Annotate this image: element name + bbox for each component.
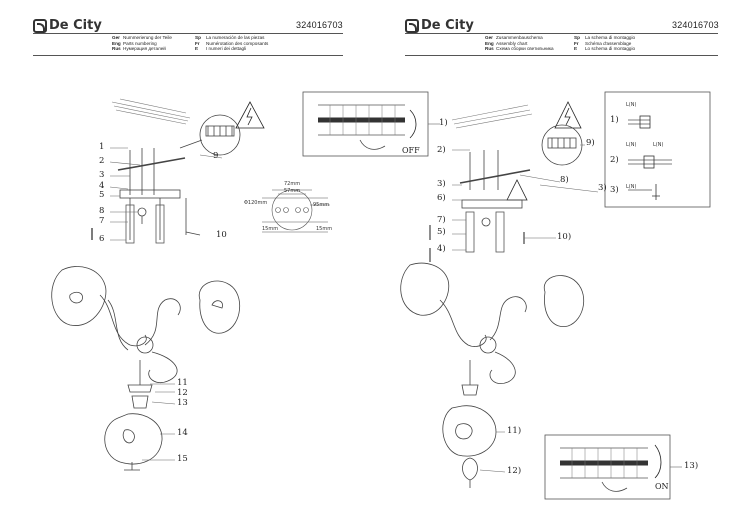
brand-name: De City — [49, 18, 102, 33]
dimension-label: 15mm — [316, 226, 333, 232]
part-label: 15 — [177, 454, 188, 464]
part-label: 13 — [177, 398, 188, 408]
part-label: 2 — [99, 156, 105, 166]
step-label: 7) — [437, 215, 446, 225]
part-label: 6 — [99, 234, 105, 244]
wire-label: L(N) — [653, 142, 664, 148]
wire-label: L(N) — [626, 184, 637, 190]
product-code: 324016703 — [296, 20, 343, 30]
switch-off-label: OFF — [402, 146, 420, 155]
warning-icon — [554, 101, 582, 129]
step-label: 12) — [507, 466, 522, 476]
product-code: 324016703 — [672, 20, 719, 30]
brand-logo: De City — [33, 18, 102, 33]
part-label: 1 — [99, 142, 105, 152]
ceiling-hatch — [111, 98, 191, 125]
step-label: 4) — [437, 244, 446, 254]
step-label: 10) — [557, 232, 572, 242]
part-label: 7 — [99, 216, 105, 226]
brand-logo: De City — [405, 18, 474, 33]
switch-on-label: ON — [655, 482, 669, 491]
warning-icon — [235, 101, 265, 129]
dimension-label: Φ120mm — [244, 200, 268, 206]
mounting-plate — [119, 189, 181, 199]
step-label: 3) — [437, 179, 446, 189]
dimension-label: 57mm — [284, 188, 301, 194]
wiring-step-label: 3) — [610, 185, 619, 195]
part-label: 3 — [99, 170, 105, 180]
logo-icon — [405, 18, 419, 33]
part-label: 14 — [177, 428, 188, 438]
part-label: 11 — [177, 378, 188, 388]
step-label: 13) — [684, 461, 699, 471]
wire-label: L(N) — [626, 142, 637, 148]
warning-icon — [506, 179, 528, 201]
part-label: 9 — [213, 151, 219, 161]
step-label: 2) — [437, 145, 446, 155]
wiring-step-label: 1) — [610, 115, 619, 125]
header-rule — [33, 55, 343, 56]
dimension-drawing — [262, 189, 330, 233]
dimension-label: 72mm — [284, 181, 301, 187]
brand-name: De City — [421, 18, 474, 33]
header-rule — [405, 33, 718, 34]
part-label: 5 — [99, 190, 105, 200]
terminal-magnifier — [199, 114, 241, 156]
step-label: 11) — [507, 426, 522, 436]
step13-box — [544, 434, 671, 500]
part-label: 10 — [216, 230, 227, 240]
dimension-label: 15mm — [262, 226, 279, 232]
step-label: 8) — [560, 175, 569, 185]
chandelier-drawing — [400, 262, 585, 488]
part-label: 8 — [99, 206, 105, 216]
step-label: 6) — [437, 193, 446, 203]
header-rule — [33, 33, 343, 34]
wire-label: L(N) — [626, 102, 637, 108]
chandelier-drawing — [51, 266, 241, 471]
wiring-panel — [604, 91, 711, 208]
step-label: 5) — [437, 227, 446, 237]
part-label: 4 — [99, 181, 105, 191]
step-label: 1) — [439, 118, 448, 128]
dimension-label: 95mm — [313, 202, 330, 208]
logo-icon — [33, 18, 47, 33]
mounting-plate — [461, 199, 523, 209]
wiring-step-label: 2) — [610, 155, 619, 165]
step-label: 9) — [586, 138, 595, 148]
part-label: 12 — [177, 388, 188, 398]
header-rule — [405, 55, 718, 56]
step-label: 3) — [598, 183, 607, 193]
